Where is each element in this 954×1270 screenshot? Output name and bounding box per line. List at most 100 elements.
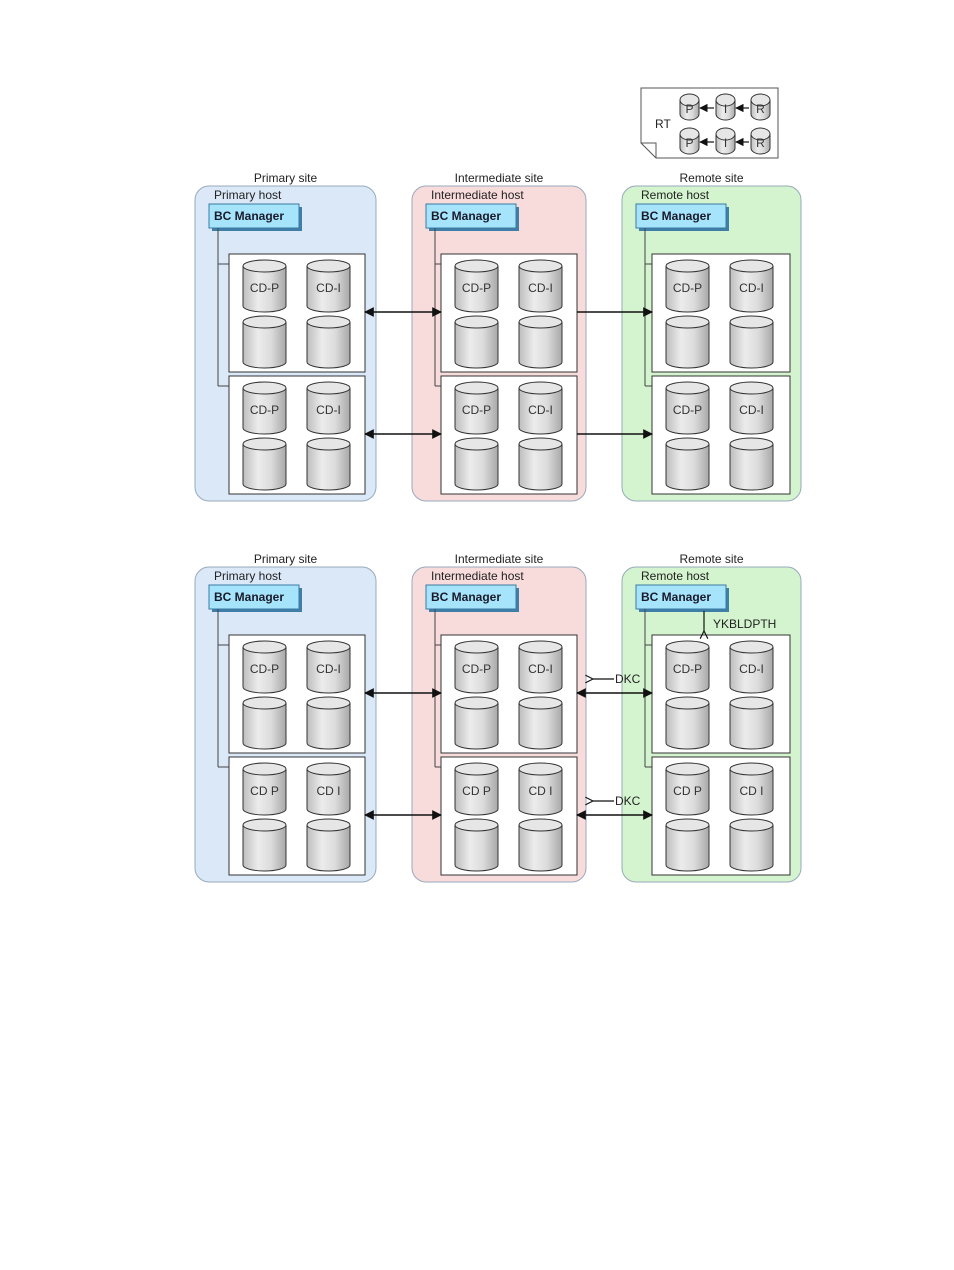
volume-label: CD I xyxy=(740,784,764,798)
cylinder-body xyxy=(454,769,499,816)
manager-box xyxy=(208,203,300,229)
command-label: YKBLDPTH xyxy=(713,617,776,631)
volume-label: CD-I xyxy=(528,403,553,417)
manager-box xyxy=(635,203,727,229)
cylinder-top xyxy=(242,818,287,832)
cylinder-body xyxy=(454,322,499,369)
cylinder-body xyxy=(729,266,774,313)
volume-cd-i: CD-I xyxy=(729,640,774,694)
cylinder-body xyxy=(729,703,774,750)
volume-label: R xyxy=(756,136,765,150)
volume-label: CD-P xyxy=(673,662,702,676)
volume-label: CD-I xyxy=(528,281,553,295)
cylinder-top xyxy=(306,437,351,451)
cylinder-top xyxy=(665,259,710,273)
cylinder-body xyxy=(242,388,287,435)
volume-secondary xyxy=(665,437,710,491)
note-fold xyxy=(641,142,657,158)
cylinder-top xyxy=(242,696,287,710)
volume-secondary xyxy=(454,437,499,491)
volume-cd-i: CD-I xyxy=(729,259,774,313)
note-volume: R xyxy=(750,93,771,121)
volume-label: CD-P xyxy=(250,403,279,417)
volume-label: CD-P xyxy=(462,281,491,295)
cylinder-top xyxy=(518,315,563,329)
cylinder-body xyxy=(242,769,287,816)
cylinder-top xyxy=(454,315,499,329)
cylinder-top xyxy=(518,818,563,832)
volume-secondary xyxy=(518,437,563,491)
cylinder-top xyxy=(242,315,287,329)
volume-cd-p: CD-P xyxy=(665,259,710,313)
volume-secondary xyxy=(454,818,499,872)
cylinder-top xyxy=(518,696,563,710)
cylinder-top xyxy=(665,315,710,329)
cylinder-top xyxy=(242,437,287,451)
note-paper xyxy=(640,87,779,159)
site-label: Intermediate site xyxy=(455,552,544,566)
note-volume: P xyxy=(679,127,700,155)
volume-cd-p: CD-P xyxy=(665,640,710,694)
cylinder-top xyxy=(242,762,287,776)
volume-secondary xyxy=(729,696,774,750)
cylinder-top xyxy=(306,762,351,776)
cylinder-body xyxy=(518,322,563,369)
cylinder-body xyxy=(306,388,351,435)
volume-label: CD I xyxy=(317,784,341,798)
volume-label: CD-P xyxy=(250,281,279,295)
cylinder-top xyxy=(242,381,287,395)
volume-label: CD-I xyxy=(316,403,341,417)
volume-secondary xyxy=(306,696,351,750)
volume-label: CD P xyxy=(462,784,491,798)
volume-cd-i: CD-I xyxy=(729,381,774,435)
host-label: Primary host xyxy=(214,188,282,202)
cylinder-top xyxy=(306,259,351,273)
manager-label: BC Manager xyxy=(641,590,711,604)
cylinder-top xyxy=(715,93,736,107)
volume-cd-p: CD-P xyxy=(454,640,499,694)
cylinder-body xyxy=(242,444,287,491)
volume-label: CD I xyxy=(529,784,553,798)
volume-label: CD P xyxy=(673,784,702,798)
note-volume: P xyxy=(679,93,700,121)
dkc-label: DKC xyxy=(615,672,641,686)
cylinder-top xyxy=(729,315,774,329)
cylinder-top xyxy=(665,381,710,395)
volume-label: CD-I xyxy=(316,662,341,676)
volume-label: CD-P xyxy=(250,662,279,676)
volume-secondary xyxy=(665,315,710,369)
site-label: Remote site xyxy=(679,171,743,185)
cylinder-top xyxy=(454,381,499,395)
site-label: Remote site xyxy=(679,552,743,566)
volume-label: CD-I xyxy=(528,662,553,676)
volume-label: I xyxy=(724,102,727,116)
cylinder-body xyxy=(665,444,710,491)
cylinder-top xyxy=(750,93,771,107)
note-volume: R xyxy=(750,127,771,155)
cylinder-body xyxy=(665,266,710,313)
note-volume: I xyxy=(715,127,736,155)
cylinder-top xyxy=(454,762,499,776)
cylinder-top xyxy=(729,762,774,776)
cylinder-body xyxy=(729,647,774,694)
cylinder-body xyxy=(306,322,351,369)
cylinder-top xyxy=(518,640,563,654)
volume-secondary xyxy=(729,315,774,369)
cylinder-top xyxy=(518,437,563,451)
host-label: Remote host xyxy=(641,569,710,583)
volume-label: CD-P xyxy=(462,662,491,676)
volume-cd-p: CD-P xyxy=(665,381,710,435)
volume-cd-p: CD-P xyxy=(242,259,287,313)
volume-secondary xyxy=(729,437,774,491)
cylinder-top xyxy=(665,640,710,654)
site-label: Intermediate site xyxy=(455,171,544,185)
cylinder-top xyxy=(665,437,710,451)
rt-label: RT xyxy=(655,117,671,131)
volume-cd-p: CD-P xyxy=(454,381,499,435)
volume-cd-i: CD-I xyxy=(518,381,563,435)
